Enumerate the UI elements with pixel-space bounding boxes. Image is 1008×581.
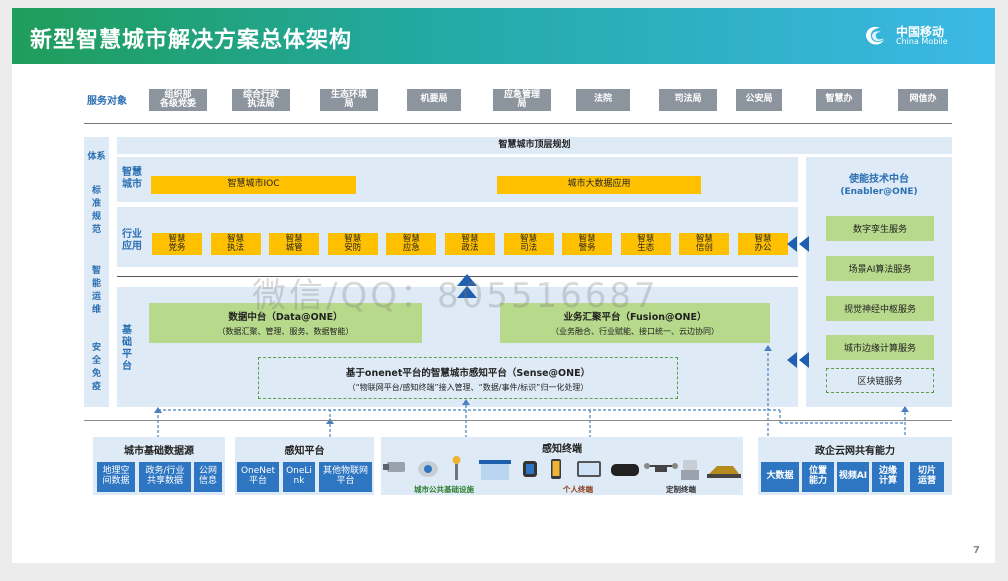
service-target-item: 综合行政 执法局 xyxy=(232,89,290,111)
industry-app-item: 智慧 司法 xyxy=(503,233,554,255)
industry-app-item: 智慧 党务 xyxy=(152,233,202,255)
gov-cloud-item: 边缘 计算 xyxy=(872,462,904,492)
city-data-source-item: 公网 信息 xyxy=(194,462,222,492)
divider-bottom xyxy=(84,420,952,421)
city-data-source-item: 地理空 间数据 xyxy=(97,462,135,492)
bus-stop-icon xyxy=(479,460,511,480)
page-number: 7 xyxy=(973,545,980,556)
industry-label: 行业 应用 xyxy=(122,229,142,252)
industry-app-item: 智慧 信创 xyxy=(679,233,730,255)
tablet-icon xyxy=(577,461,601,477)
logo-text-cn: 中国移动 xyxy=(896,25,945,39)
security-immune-label: 安全免疫 xyxy=(91,343,101,392)
industry-app-item: 智慧 城管 xyxy=(269,233,320,255)
gov-cloud-item: 视频AI xyxy=(837,462,869,492)
dome-camera-icon xyxy=(418,461,438,477)
service-targets-label: 服务对象 xyxy=(87,96,127,107)
industry-app-item: 智慧 安防 xyxy=(327,233,378,255)
fusion-platform: 业务汇聚平台（Fusion@ONE） （业务融合、行业赋能、接口统一、云边协同） xyxy=(500,303,770,343)
service-target-item: 网信办 xyxy=(898,89,948,111)
city-data-source-item: 政务/行业 共享数据 xyxy=(139,462,191,492)
sense-platform: 基于onenet平台的智慧城市感知平台（Sense@ONE） （“物联网平台/感… xyxy=(258,357,678,399)
gov-cloud-item: 大数据 xyxy=(761,462,799,492)
sense-platform-subtitle: （“物联网平台/感知终端”接入管理、“数据/事件/标识”归一化处理） xyxy=(347,383,589,392)
custom-terminal-label: 定制终端 xyxy=(666,485,696,494)
smartphone-icon xyxy=(551,459,561,479)
industry-app-item: 智慧 办公 xyxy=(738,233,788,255)
camera-icon xyxy=(383,462,405,472)
data-platform: 数据中台（Data@ONE） （数据汇聚、管理、服务、数据智能） xyxy=(149,303,422,343)
smart-city-ioc: 智慧城市IOC xyxy=(151,176,356,194)
page-title: 新型智慧城市解决方案总体架构 xyxy=(30,28,353,53)
service-target-item: 智慧办 xyxy=(816,89,862,111)
base-platform-label: 基础 平台 xyxy=(122,325,132,372)
enabler-service-item: 城市边缘计算服务 xyxy=(826,335,934,360)
divider-top xyxy=(84,123,952,124)
data-platform-subtitle: （数据汇聚、管理、服务、数据智能） xyxy=(217,327,354,336)
industry-app-item: 智慧 生态 xyxy=(620,233,671,255)
city-data-sources-title: 城市基础数据源 xyxy=(124,446,194,457)
system-title: 体系 xyxy=(87,152,106,162)
personal-terminal-label: 个人终端 xyxy=(563,485,593,494)
perception-platform-item: OneNet 平台 xyxy=(237,462,279,492)
top-level-plan: 智慧城市顶层规划 xyxy=(117,137,952,154)
sensing-terminals-panel xyxy=(381,437,743,495)
service-target-item: 司法局 xyxy=(659,89,717,111)
service-target-item: 机要局 xyxy=(407,89,461,111)
perception-platform-item: OneLi nk xyxy=(283,462,315,492)
standard-spec-label: 标准规范 xyxy=(91,186,101,235)
enabler-panel xyxy=(806,157,952,407)
drone-icon xyxy=(644,463,678,472)
smart-ops-label: 智能运维 xyxy=(91,266,101,315)
gov-cloud-item: 位置 能力 xyxy=(802,462,834,492)
system-column: 体系 标准规范 智能运维 安全免疫 xyxy=(84,137,109,407)
title-bar xyxy=(12,8,995,64)
fusion-platform-subtitle: （业务融合、行业赋能、接口统一、云边协同） xyxy=(551,327,719,336)
gov-cloud-title: 政企云网共有能力 xyxy=(815,446,895,457)
enabler-service-item: 数字孪生服务 xyxy=(826,216,934,241)
robot-icon xyxy=(681,460,699,480)
industry-app-item: 智慧 警务 xyxy=(562,233,613,255)
smart-city-label: 智慧 城市 xyxy=(122,167,142,190)
sensing-terminals-title: 感知终端 xyxy=(542,444,582,455)
terminal-icons-svg xyxy=(383,456,741,480)
enabler-subtitle: (Enabler@ONE) xyxy=(840,187,918,197)
industry-app-item: 智慧 执法 xyxy=(210,233,261,255)
enabler-service-item: 视觉神经中枢服务 xyxy=(826,296,934,321)
logo-text-en: China Mobile xyxy=(896,37,948,46)
sense-platform-title: 基于onenet平台的智慧城市感知平台（Sense@ONE） xyxy=(345,368,591,379)
enabler-service-item: 场景AI算法服务 xyxy=(826,256,934,281)
enabler-service-item: 区块链服务 xyxy=(826,368,934,393)
terminal-icons xyxy=(381,454,743,484)
fusion-platform-title: 业务汇聚平台（Fusion@ONE） xyxy=(563,312,707,323)
china-mobile-logo-icon xyxy=(866,26,884,45)
watermark: 微信/QQ：805516687 xyxy=(252,276,659,316)
vehicle-icon xyxy=(707,466,741,478)
gov-cloud-item: 切片 运营 xyxy=(910,462,944,492)
data-platform-title: 数据中台（Data@ONE） xyxy=(228,312,343,323)
industry-app-item: 智慧 应急 xyxy=(386,233,437,255)
street-sensor-icon xyxy=(452,456,461,480)
vr-headset-icon xyxy=(611,464,639,476)
service-target-item: 生态环境 局 xyxy=(320,89,378,111)
enabler-title: 使能技术中台 xyxy=(849,174,909,185)
service-target-item: 公安局 xyxy=(736,89,782,111)
public-infra-label: 城市公共基础设施 xyxy=(414,485,474,494)
service-target-item: 法院 xyxy=(576,89,630,111)
service-target-item: 应急管理 局 xyxy=(493,89,551,111)
city-bigdata-app: 城市大数据应用 xyxy=(497,176,701,194)
perception-platform-title: 感知平台 xyxy=(284,446,325,457)
service-target-item: 组织部 各级党委 xyxy=(149,89,207,111)
smartwatch-icon xyxy=(523,461,537,477)
industry-app-item: 智慧 政法 xyxy=(445,233,495,255)
perception-platform-item: 其他物联网 平台 xyxy=(319,462,372,492)
china-mobile-logo: 中国移动 China Mobile xyxy=(862,22,972,50)
